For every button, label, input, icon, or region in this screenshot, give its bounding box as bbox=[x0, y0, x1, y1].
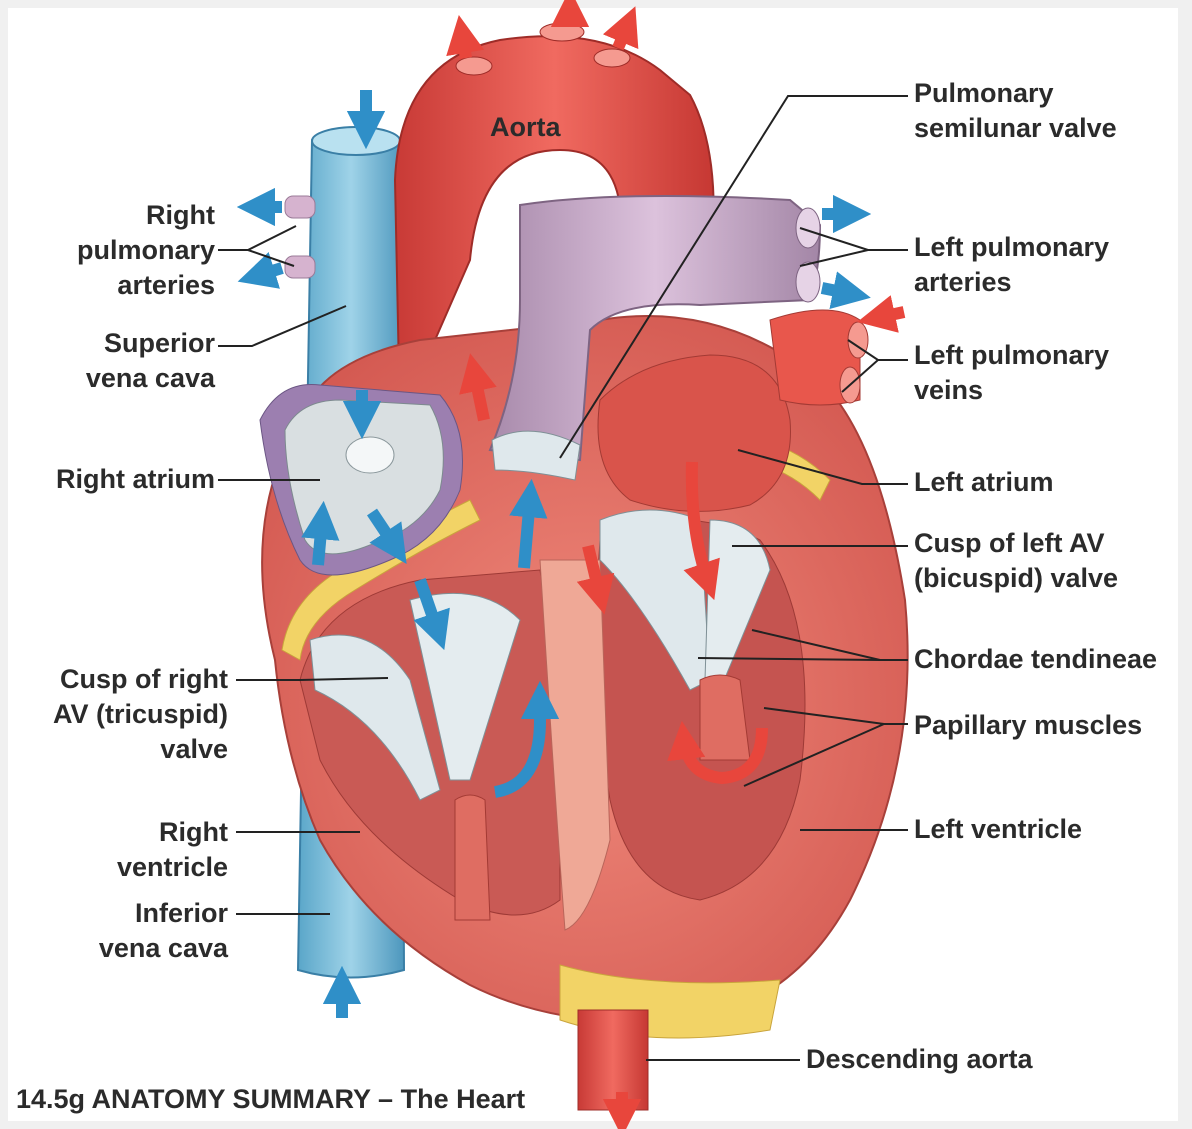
flow-arrow-ra-up bbox=[318, 520, 322, 565]
label-line: pulmonary bbox=[60, 233, 215, 268]
label-line: Right bbox=[60, 198, 215, 233]
label-line: arteries bbox=[60, 268, 215, 303]
label-right-atrium: Right atrium bbox=[20, 462, 215, 497]
label-left-ventricle: Left ventricle bbox=[914, 812, 1082, 847]
flow-arrow-pulmonary-up bbox=[524, 498, 530, 568]
label-line: Cusp of right bbox=[20, 662, 228, 697]
label-superior-vena-cava: Superior vena cava bbox=[60, 326, 215, 396]
label-descending-aorta: Descending aorta bbox=[806, 1042, 1033, 1077]
flow-arrow-pv-in bbox=[876, 312, 904, 318]
descending-aorta bbox=[578, 1010, 648, 1110]
label-pulmonary-semilunar-valve: Pulmonary semilunar valve bbox=[914, 76, 1117, 146]
label-left-atrium: Left atrium bbox=[914, 465, 1054, 500]
label-line: arteries bbox=[914, 265, 1109, 300]
flow-arrow-aorta-branch-3 bbox=[618, 24, 628, 48]
flow-arrow-aorta-branch-1 bbox=[462, 34, 466, 58]
flow-arrow-lpa-bottom bbox=[822, 288, 852, 294]
label-papillary-muscles: Papillary muscles bbox=[914, 708, 1142, 743]
leader-right-pulmonary-arteries bbox=[218, 226, 296, 250]
label-line: veins bbox=[914, 373, 1109, 408]
label-line: Right bbox=[60, 815, 228, 850]
left-pulmonary-veins bbox=[770, 310, 868, 405]
label-line: Inferior bbox=[60, 896, 228, 931]
figure-caption: 14.5g ANATOMY SUMMARY – The Heart bbox=[16, 1082, 525, 1117]
label-right-pulmonary-arteries: Right pulmonary arteries bbox=[60, 198, 215, 303]
label-chordae-tendineae: Chordae tendineae bbox=[914, 642, 1157, 677]
label-line: Left pulmonary bbox=[914, 230, 1109, 265]
label-line: (bicuspid) valve bbox=[914, 561, 1118, 596]
label-line: valve bbox=[20, 732, 228, 767]
label-left-pulmonary-arteries: Left pulmonary arteries bbox=[914, 230, 1109, 300]
label-cusp-left-av: Cusp of left AV (bicuspid) valve bbox=[914, 526, 1118, 596]
label-line: Pulmonary bbox=[914, 76, 1117, 111]
label-line: Left pulmonary bbox=[914, 338, 1109, 373]
label-line: ventricle bbox=[60, 850, 228, 885]
flow-arrow-rpa-bottom bbox=[256, 268, 282, 276]
label-cusp-right-av: Cusp of right AV (tricuspid) valve bbox=[20, 662, 228, 767]
label-line: AV (tricuspid) bbox=[20, 697, 228, 732]
label-aorta: Aorta bbox=[490, 110, 561, 145]
label-line: Cusp of left AV bbox=[914, 526, 1118, 561]
label-right-ventricle: Right ventricle bbox=[60, 815, 228, 885]
label-inferior-vena-cava: Inferior vena cava bbox=[60, 896, 228, 966]
label-line: vena cava bbox=[60, 361, 215, 396]
label-line: vena cava bbox=[60, 931, 228, 966]
label-left-pulmonary-veins: Left pulmonary veins bbox=[914, 338, 1109, 408]
label-line: semilunar valve bbox=[914, 111, 1117, 146]
label-line: Superior bbox=[60, 326, 215, 361]
